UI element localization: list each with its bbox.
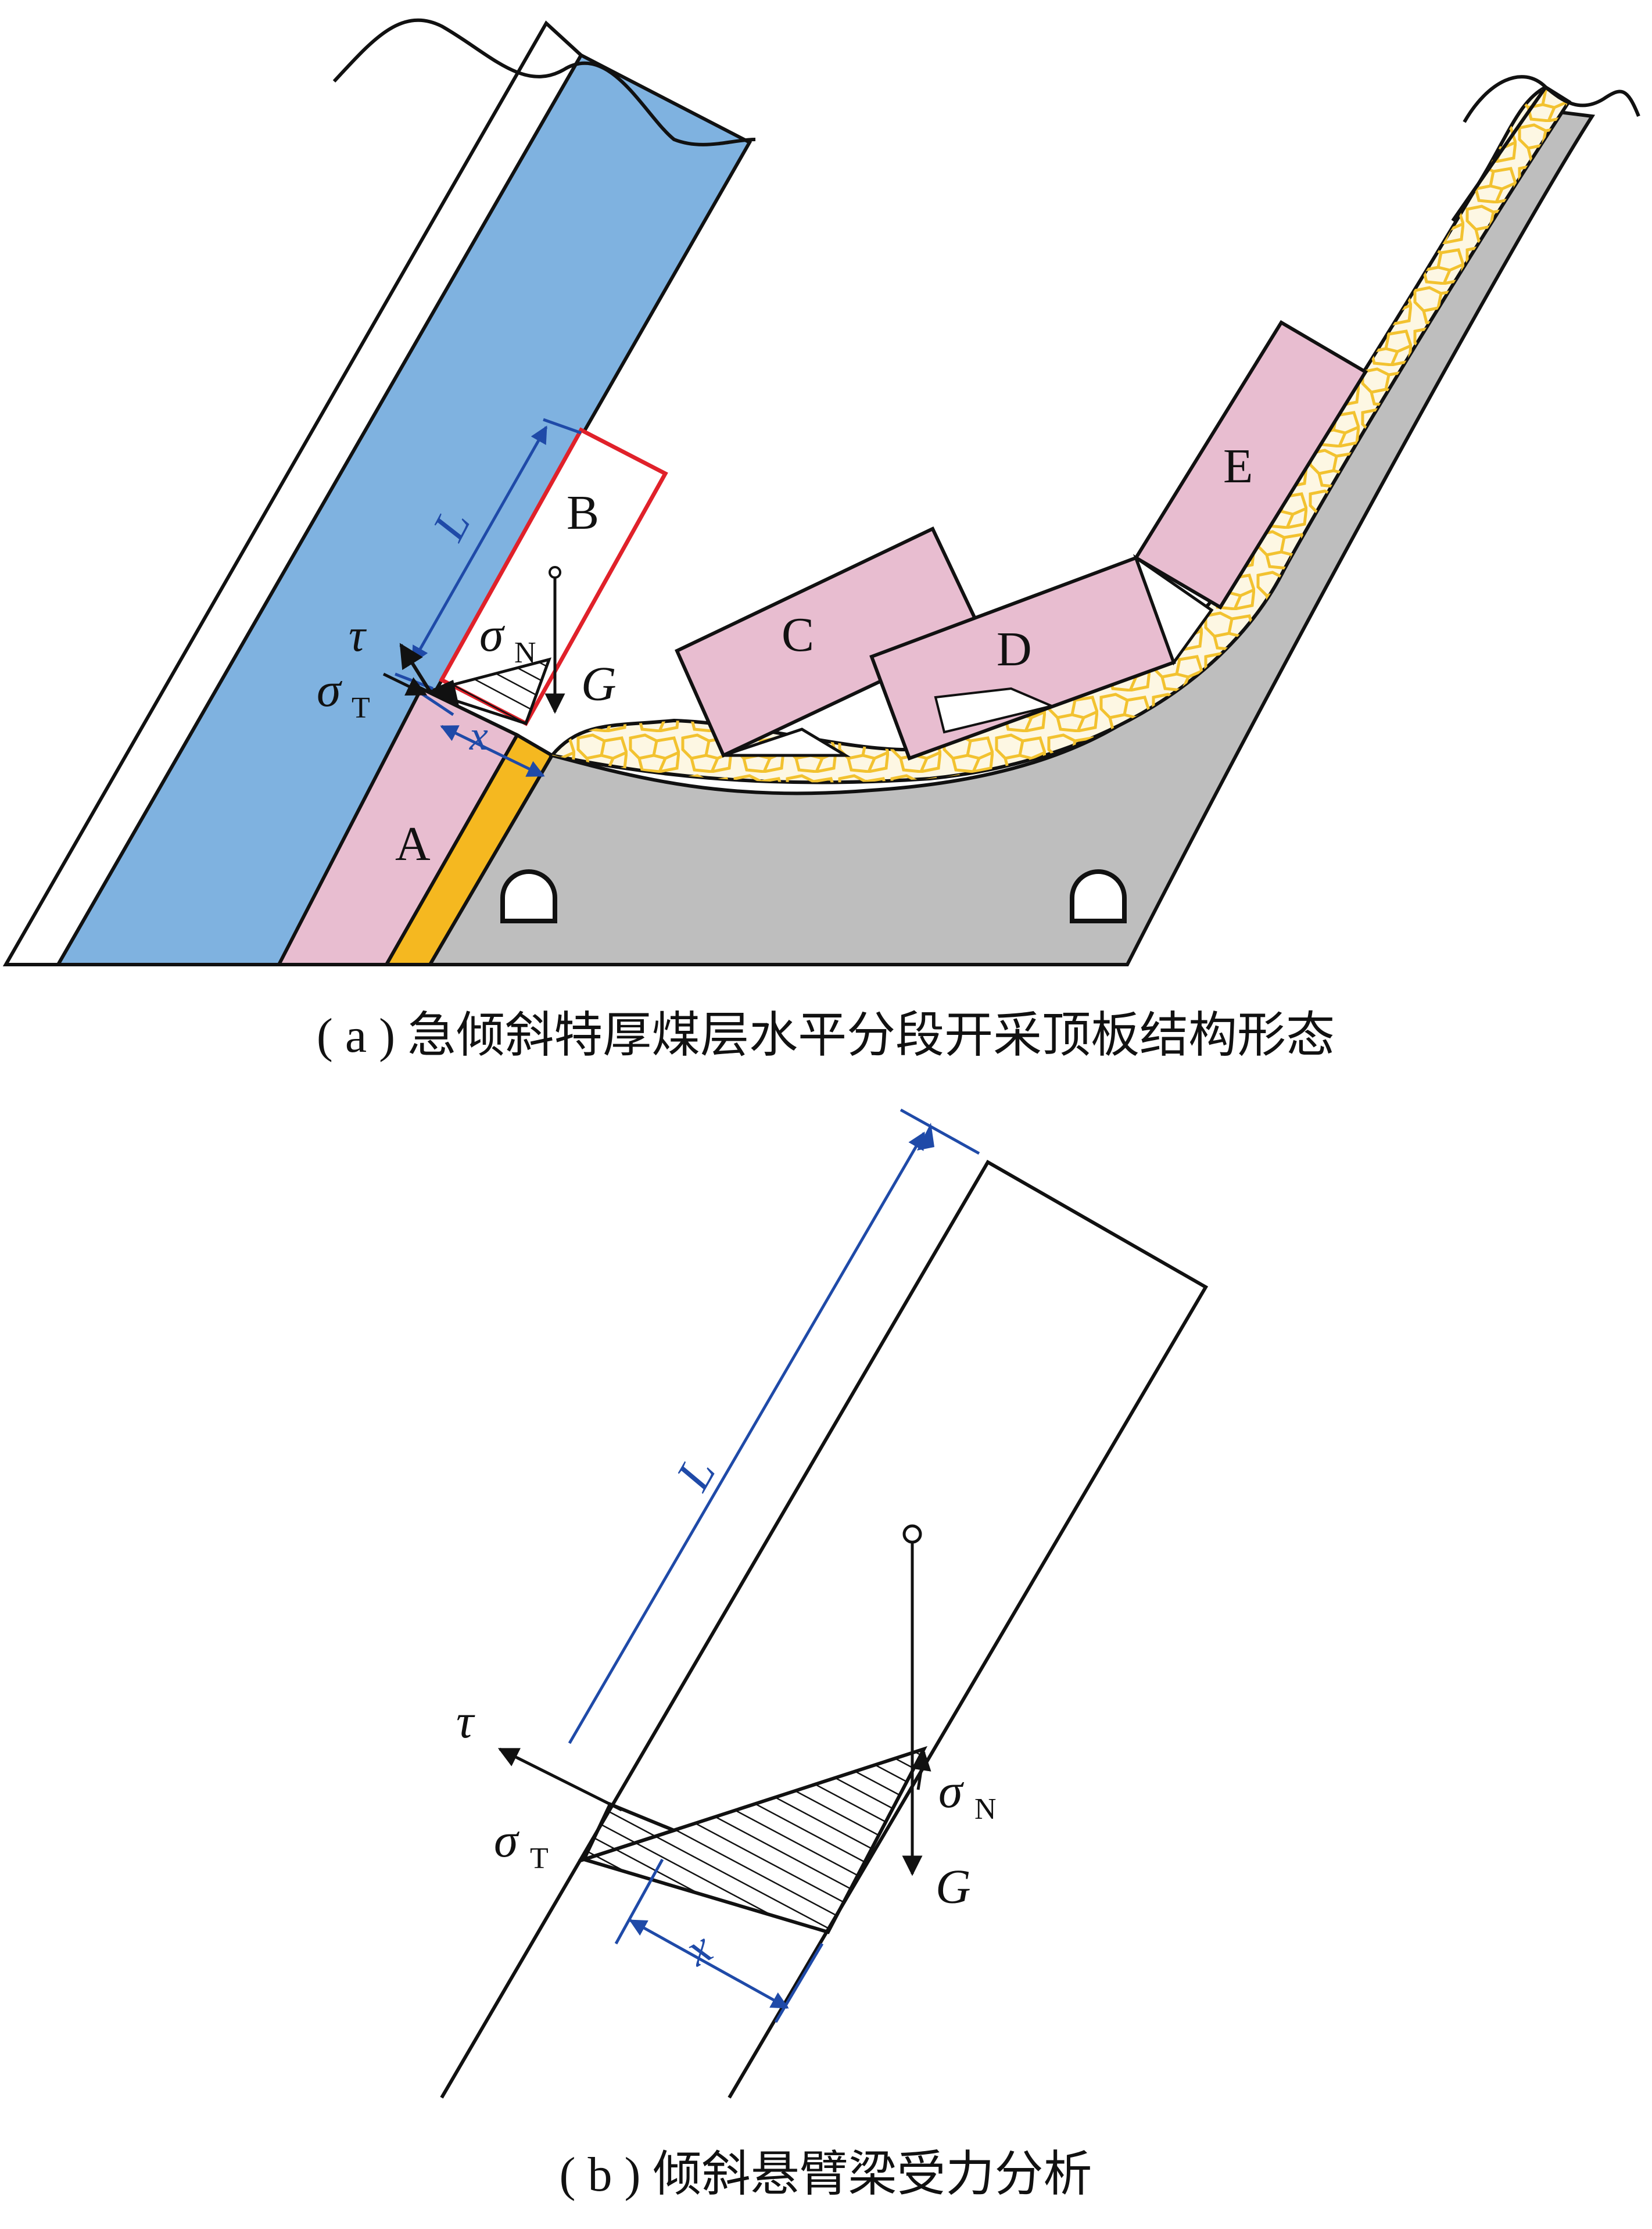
ground-surface-right bbox=[1463, 75, 1640, 123]
block-c-label: C bbox=[782, 608, 814, 662]
sigma-n-subscript: N bbox=[514, 636, 536, 669]
sigma-t-label: σ bbox=[494, 1814, 520, 1868]
sigma-n-subscript: N bbox=[974, 1793, 997, 1826]
caption-a: ( a ) 急倾斜特厚煤层水平分段开采顶板结构形态 bbox=[317, 1009, 1335, 1063]
panel-a: A B C D E L x τ σ T σ N G ( a ) 急倾斜特厚煤层水… bbox=[2, 18, 1640, 1063]
sigma-t-label: σ bbox=[317, 663, 343, 717]
dim-x-tick-right bbox=[774, 1943, 824, 2023]
sigma-n-label: σ bbox=[479, 608, 506, 662]
roadway-arch-icon bbox=[1070, 869, 1127, 923]
stress-triangle-b bbox=[578, 1746, 928, 1934]
roof-stratum-blue bbox=[55, 53, 752, 966]
pivot-circle-icon bbox=[549, 566, 561, 579]
beam-outline bbox=[440, 1159, 1209, 2099]
dim-l-tick-top bbox=[543, 418, 582, 435]
roadway-arch-icon bbox=[500, 869, 557, 923]
block-e bbox=[1133, 320, 1368, 610]
void-c bbox=[723, 728, 851, 757]
block-b-label: B bbox=[567, 486, 599, 540]
dim-l-line bbox=[411, 425, 548, 664]
stress-triangle-a bbox=[422, 657, 551, 726]
block-d-label: D bbox=[997, 622, 1032, 676]
block-a-label: A bbox=[395, 817, 431, 871]
sigma-t-subscript: T bbox=[352, 691, 370, 725]
stress-triangle-b-tip bbox=[580, 1802, 679, 1862]
g-label: G bbox=[581, 657, 617, 711]
sigma-n-label: σ bbox=[938, 1764, 965, 1818]
x-label: x bbox=[469, 712, 488, 759]
ground-surface-left bbox=[332, 18, 756, 146]
dim-x-line bbox=[440, 725, 545, 777]
pivot-circle-icon bbox=[902, 1524, 922, 1544]
caption-b: ( b ) 倾斜悬臂梁受力分析 bbox=[560, 2148, 1092, 2202]
sigma-n-arrow bbox=[911, 1750, 931, 1790]
dim-l-tick-top bbox=[900, 1108, 980, 1155]
sigma-t-arrow bbox=[382, 672, 428, 696]
block-e-label: E bbox=[1223, 439, 1253, 493]
panel-b: L x τ σ T σ N G ( b ) 倾斜悬臂梁受力分析 bbox=[440, 1108, 1209, 2202]
tau-label: τ bbox=[349, 610, 367, 661]
stress-triangle-tip bbox=[427, 680, 459, 706]
dim-x-line bbox=[629, 1919, 789, 2009]
void-d bbox=[1133, 554, 1214, 666]
dim-l-line bbox=[568, 1131, 926, 1744]
goaf-edge bbox=[1451, 86, 1547, 222]
dim-l-arrowhead bbox=[917, 1123, 934, 1151]
tau-label: τ bbox=[456, 1694, 475, 1748]
g-label: G bbox=[936, 1860, 971, 1914]
tau-line bbox=[516, 1756, 623, 1812]
sigma-t-subscript: T bbox=[530, 1842, 549, 1875]
void-d-under bbox=[934, 687, 1056, 734]
dim-x-tick-left bbox=[614, 1858, 664, 1945]
